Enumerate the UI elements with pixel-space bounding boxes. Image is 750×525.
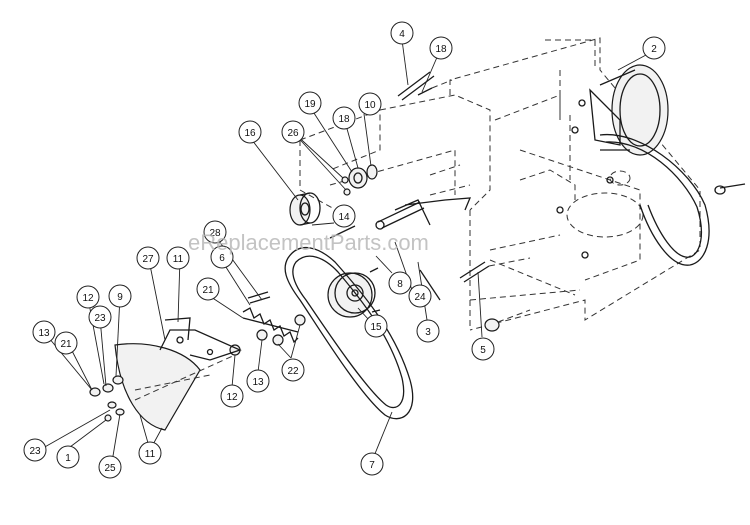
callout-18: 18 — [332, 106, 356, 130]
callout-label: 18 — [338, 114, 350, 125]
callout-2: 2 — [642, 36, 666, 60]
watermark-text: eReplacementParts.com — [188, 230, 429, 255]
callout-14: 14 — [332, 204, 356, 228]
callout-label: 25 — [104, 463, 116, 474]
callout-label: 2 — [651, 44, 657, 55]
bearing-assembly — [341, 164, 378, 196]
callout-1: 1 — [56, 445, 80, 469]
callout-28: 28 — [203, 220, 227, 244]
callout-label: 12 — [82, 293, 94, 304]
callout-12-top: 12 — [76, 285, 100, 309]
callout-label: 9 — [117, 292, 123, 303]
callout-label: 5 — [480, 345, 486, 356]
callout-label: 10 — [364, 100, 376, 111]
callout-23-top: 23 — [88, 305, 112, 329]
callout-16: 16 — [238, 120, 262, 144]
callout-label: 12 — [226, 392, 238, 403]
callout-label: 23 — [94, 313, 106, 324]
callout-label: 11 — [173, 254, 184, 265]
pulley-16 — [289, 192, 321, 226]
callout-label: 7 — [369, 460, 375, 471]
callout-label: 26 — [287, 128, 299, 139]
callout-11: 11 — [138, 441, 162, 465]
callout-label: 15 — [370, 322, 382, 333]
callout-12-mid: 12 — [220, 384, 244, 408]
callout-10-top: 10 — [358, 92, 382, 116]
callout-19: 19 — [298, 91, 322, 115]
callout-label: 11 — [145, 449, 156, 460]
callout-label: 18 — [435, 44, 447, 55]
callout-23-bottom: 23 — [23, 438, 47, 462]
motor — [589, 64, 669, 156]
callout-3: 3 — [416, 319, 440, 343]
callout-6: 6 — [210, 245, 234, 269]
callout-26: 26 — [281, 120, 305, 144]
callout-label: 21 — [60, 339, 72, 350]
v-belt — [284, 247, 414, 420]
callout-20: 18 — [429, 36, 453, 60]
callout-label: 21 — [202, 285, 214, 296]
callout-15: 15 — [364, 314, 388, 338]
callout-7: 7 — [360, 452, 384, 476]
callout-label: 24 — [414, 292, 426, 303]
callout-label: 23 — [29, 446, 41, 457]
callout-13-mid: 13 — [246, 369, 270, 393]
callout-label: 28 — [209, 228, 221, 239]
callout-4: 4 — [390, 21, 414, 45]
callout-25: 25 — [98, 455, 122, 479]
callout-label: 4 — [399, 29, 405, 40]
small-hardware — [89, 375, 125, 422]
callout-label: 13 — [252, 377, 264, 388]
callout-label: 1 — [65, 453, 71, 464]
upper-belt — [599, 134, 746, 266]
tension-spring — [229, 291, 306, 356]
callout-label: 16 — [244, 128, 256, 139]
callout-10-mid: 11 — [166, 246, 190, 270]
callout-label: 13 — [38, 328, 50, 339]
callout-27: 27 — [136, 246, 160, 270]
callout-label: 27 — [142, 254, 154, 265]
callouts: 4 18 2 19 10 18 16 26 14 28 6 27 11 8 24… — [23, 21, 666, 479]
callout-22: 22 — [281, 358, 305, 382]
callout-8: 8 — [388, 271, 412, 295]
callout-label: 14 — [338, 212, 350, 223]
callout-label: 22 — [287, 366, 299, 377]
callout-9: 9 — [108, 284, 132, 308]
callout-label: 8 — [397, 279, 403, 290]
callout-label: 3 — [425, 327, 431, 338]
callout-5: 5 — [471, 337, 495, 361]
drive-pulley — [327, 267, 381, 318]
callout-13-top: 13 — [32, 320, 56, 344]
callout-21-mid: 21 — [196, 277, 220, 301]
callout-24: 24 — [408, 284, 432, 308]
callout-label: 19 — [304, 99, 316, 110]
shafts — [329, 71, 531, 332]
callout-label: 6 — [219, 253, 225, 264]
idler-bracket — [114, 317, 242, 431]
callout-21-left: 21 — [54, 331, 78, 355]
